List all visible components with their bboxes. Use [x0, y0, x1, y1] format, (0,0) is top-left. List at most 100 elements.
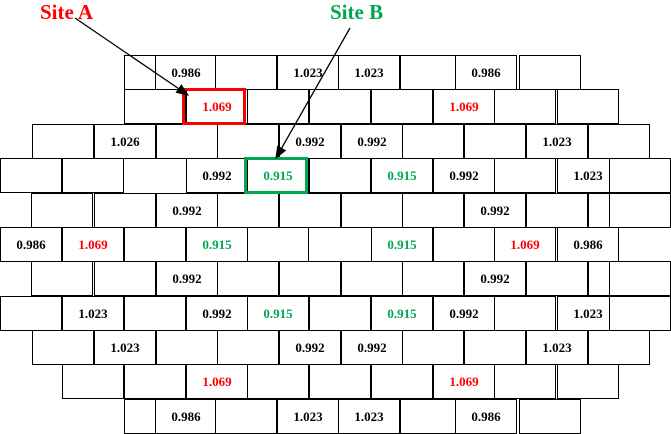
grid-cell [341, 193, 403, 228]
grid-cell: 1.069 [494, 227, 556, 262]
grid-cell [609, 158, 671, 193]
grid-cell: 0.986 [455, 399, 517, 434]
grid-cell [247, 227, 309, 262]
grid-cell: 0.986 [0, 227, 62, 262]
grid-cell [215, 55, 277, 90]
grid-cell: 1.023 [277, 55, 339, 90]
grid-cell [609, 193, 671, 228]
grid-cell [609, 296, 671, 331]
site-a-label: Site A [40, 0, 94, 24]
grid-cell [31, 193, 93, 228]
grid-cell: 1.069 [186, 89, 248, 124]
grid-cell: 0.992 [341, 330, 403, 365]
grid-cell [124, 296, 186, 331]
grid-cell [217, 330, 279, 365]
grid-cell: 0.992 [433, 296, 495, 331]
grid-cell [494, 364, 556, 399]
grid-cell [94, 193, 156, 228]
grid-cell [557, 364, 619, 399]
grid-cell: 1.069 [433, 89, 495, 124]
grid-cell [609, 261, 671, 296]
grid-cell: 0.992 [341, 124, 403, 159]
grid-cell [309, 364, 371, 399]
site-a-highlight-box [182, 88, 246, 125]
grid-cell: 1.023 [526, 124, 588, 159]
grid-cell [402, 124, 464, 159]
grid-cell [156, 330, 218, 365]
grid-cell [309, 158, 371, 193]
grid-cell: 1.023 [277, 399, 339, 434]
grid-cell [494, 89, 556, 124]
grid-cell [309, 89, 371, 124]
grid-cell: 1.023 [557, 296, 619, 331]
grid-cell [32, 330, 94, 365]
grid-cell: 0.915 [371, 296, 433, 331]
grid-cell [557, 89, 619, 124]
grid-cell: 0.986 [455, 55, 517, 90]
grid-cell: 0.992 [186, 158, 248, 193]
grid-cell [94, 261, 156, 296]
grid-cell [588, 124, 650, 159]
grid-cell [400, 55, 462, 90]
grid-cell: 0.992 [156, 261, 218, 296]
grid-cell: 0.986 [155, 399, 217, 434]
grid-cell [464, 330, 526, 365]
grid-cell [62, 158, 124, 193]
grid-cell: 0.992 [279, 330, 341, 365]
grid-cell: 0.915 [371, 158, 433, 193]
grid-cell [217, 261, 279, 296]
grid-cell: 0.992 [156, 193, 218, 228]
grid-cell [247, 364, 309, 399]
grid-cell [402, 330, 464, 365]
grid-cell: 1.069 [62, 227, 124, 262]
grid-cell [464, 124, 526, 159]
grid-cell: 1.023 [62, 296, 124, 331]
grid-cell [588, 330, 650, 365]
grid-cell [279, 261, 341, 296]
grid-cell [494, 296, 556, 331]
grid-cell [124, 227, 186, 262]
grid-cell [217, 124, 279, 159]
grid-cell [215, 399, 277, 434]
grid-cell: 1.069 [433, 364, 495, 399]
grid-cell [156, 124, 218, 159]
grid-cell [371, 364, 433, 399]
grid-cell [124, 89, 186, 124]
grid-cell [124, 364, 186, 399]
grid-cell: 0.992 [186, 296, 248, 331]
grid-cell [31, 261, 93, 296]
grid-cell [519, 399, 581, 434]
grid-cell [400, 399, 462, 434]
grid-cell [279, 193, 341, 228]
grid-cell: 0.992 [279, 124, 341, 159]
grid-cell [247, 89, 309, 124]
grid-cell: 1.023 [557, 158, 619, 193]
grid-cell [309, 296, 371, 331]
grid-cell [0, 296, 62, 331]
grid-cell: 1.023 [94, 330, 156, 365]
grid-cell [371, 89, 433, 124]
grid-cell [62, 364, 124, 399]
grid-cell: 1.023 [526, 330, 588, 365]
grid-cell [526, 261, 588, 296]
grid-cell [217, 193, 279, 228]
grid-cell: 0.915 [247, 296, 309, 331]
grid-cell [0, 158, 62, 193]
site-b-label: Site B [330, 0, 384, 24]
grid-cell: 1.069 [186, 364, 248, 399]
grid-cell [402, 193, 464, 228]
grid-cell [341, 261, 403, 296]
grid-cell: 1.023 [338, 399, 400, 434]
grid-cell: 0.992 [464, 193, 526, 228]
grid-cell [526, 193, 588, 228]
grid-cell [32, 124, 94, 159]
grid-cell: 0.992 [433, 158, 495, 193]
grid-cell: 0.915 [186, 227, 248, 262]
grid-cell: 0.986 [155, 55, 217, 90]
grid-cell: 1.026 [94, 124, 156, 159]
grid-cell: 1.023 [338, 55, 400, 90]
grid-cell [494, 158, 556, 193]
site-b-highlight-box [244, 157, 308, 194]
grid-cell: 0.915 [371, 227, 433, 262]
